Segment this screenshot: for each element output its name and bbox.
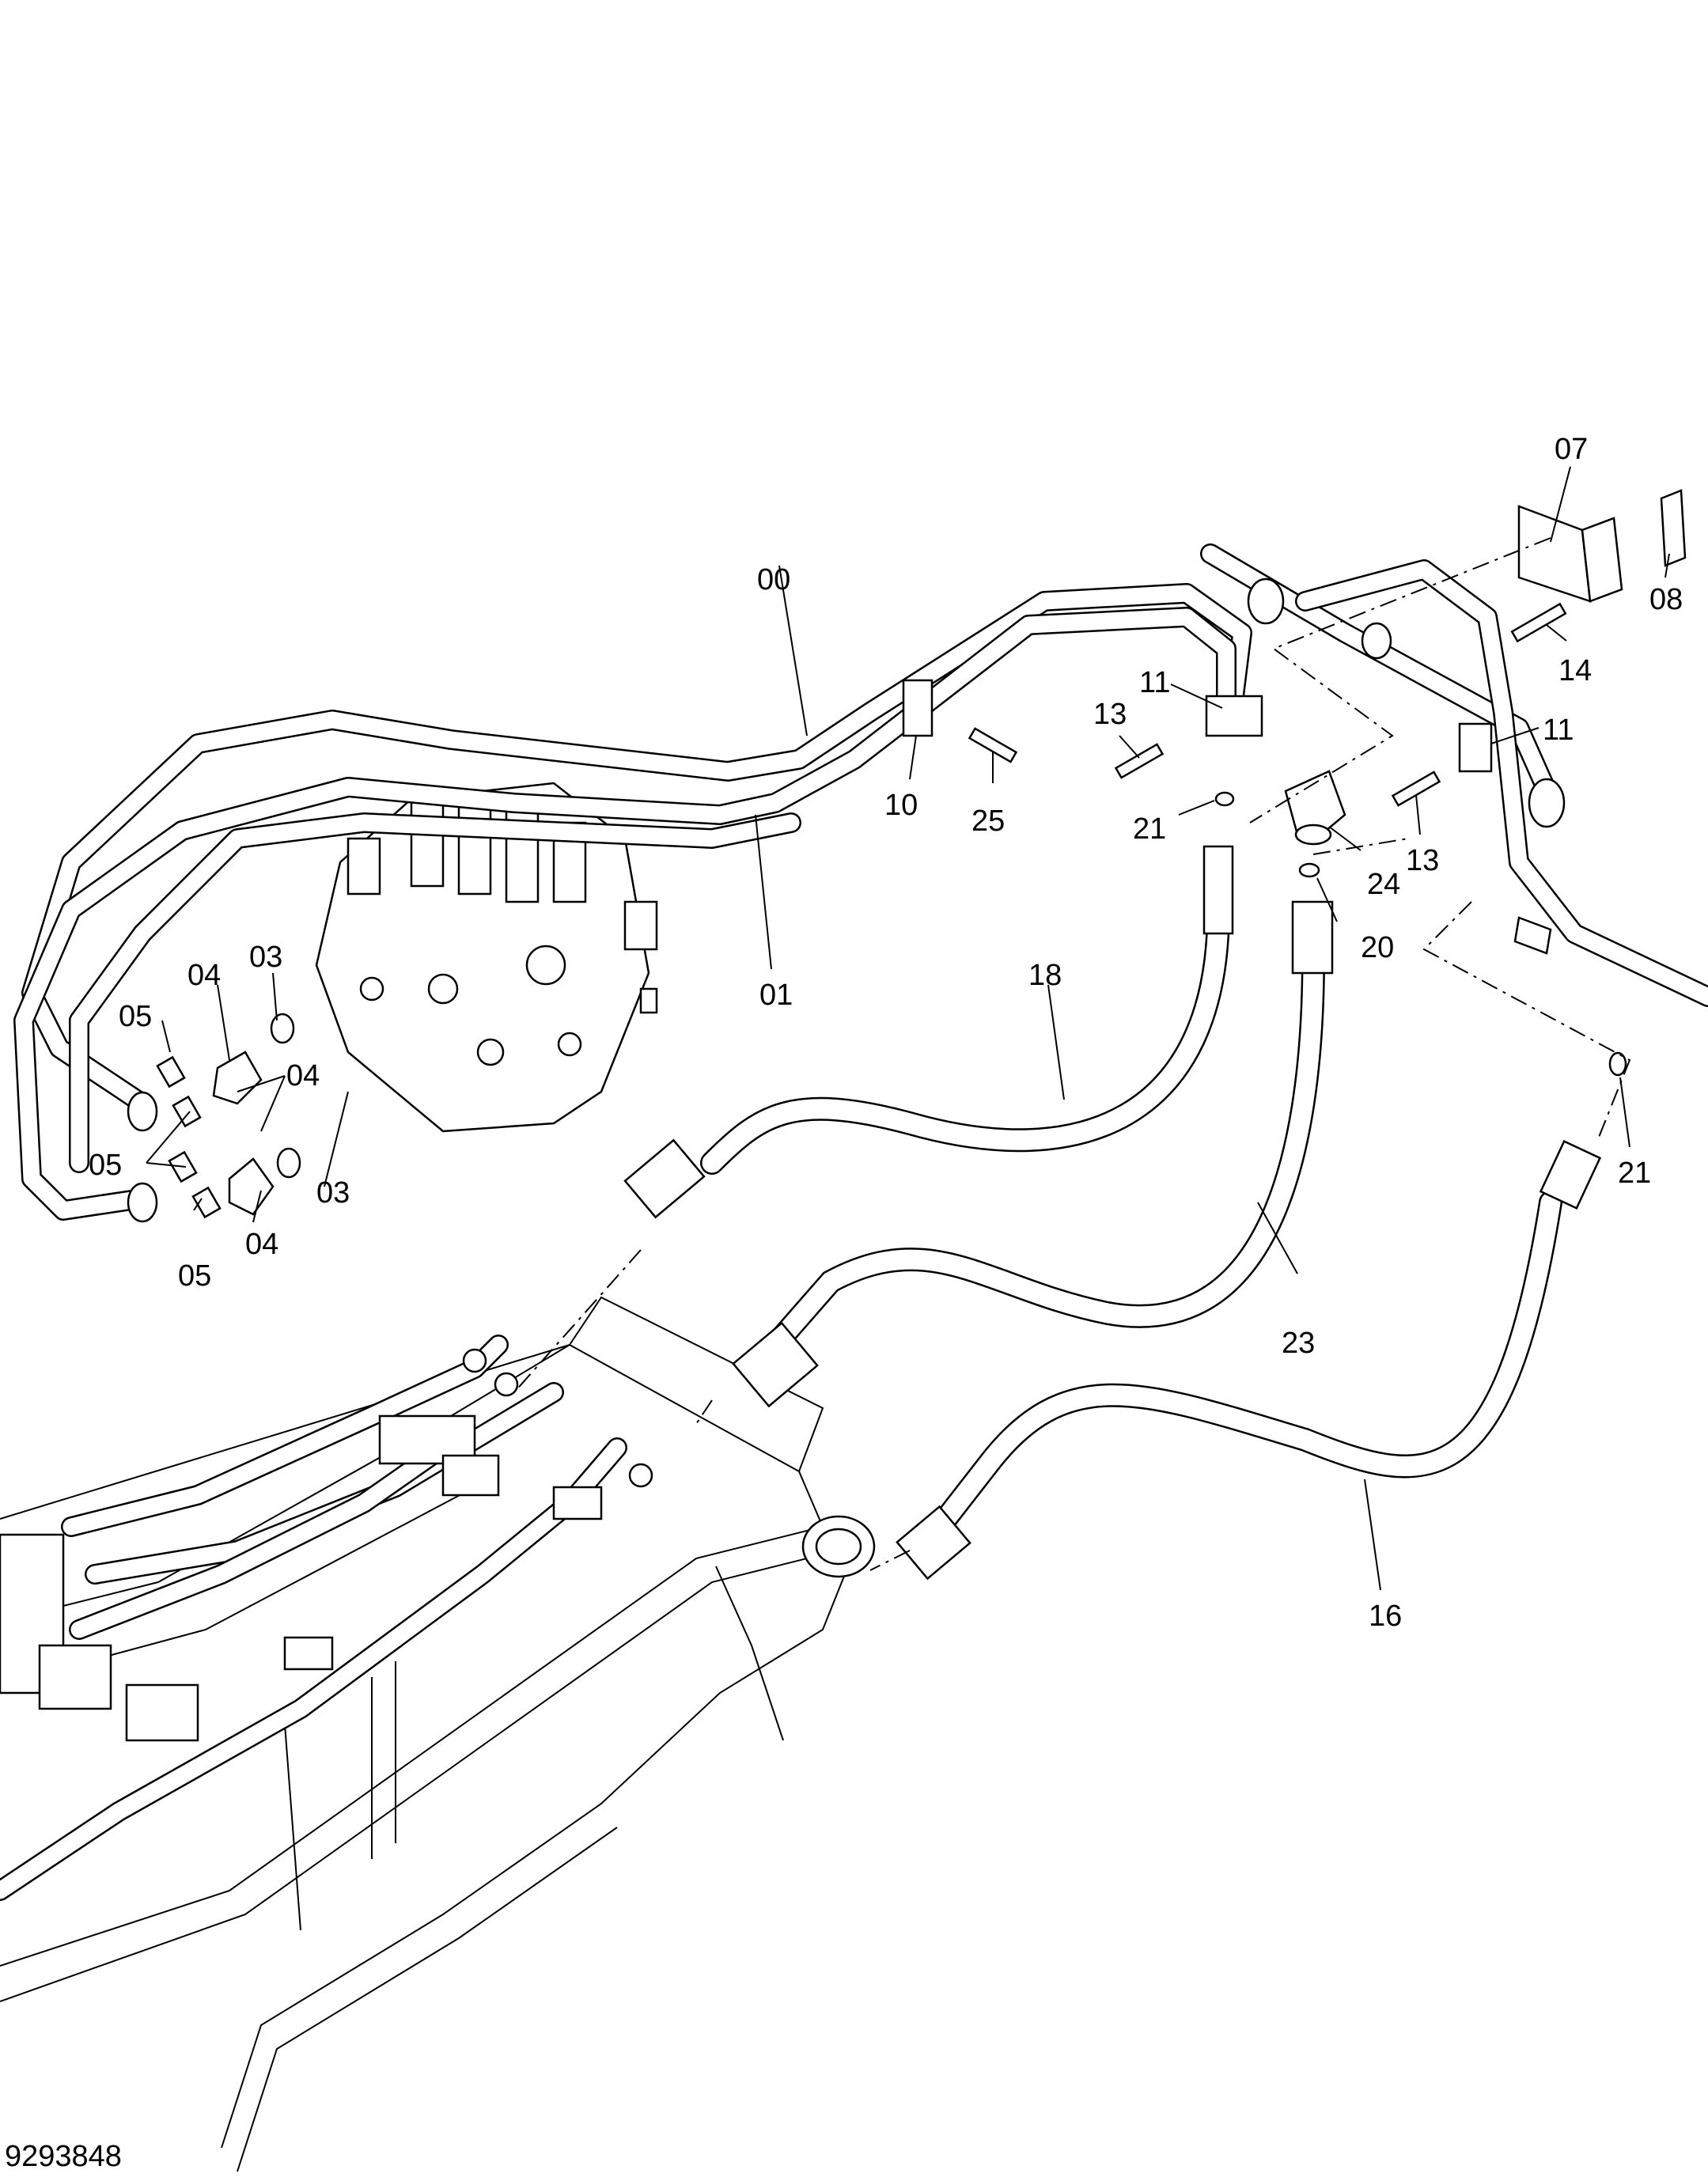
callout-18: 18 <box>1028 959 1062 992</box>
callout-13: 13 <box>1406 844 1439 877</box>
boom-structure <box>0 1296 876 2172</box>
pipe-ends <box>127 1091 158 1223</box>
callout-04: 04 <box>245 1228 278 1261</box>
leader-lines <box>146 466 1670 1591</box>
callout-05: 05 <box>89 1149 122 1182</box>
callout-07: 07 <box>1555 433 1588 466</box>
upper-right-block <box>1200 543 1708 1007</box>
callout-16: 16 <box>1369 1600 1402 1633</box>
callout-20: 20 <box>1361 931 1394 964</box>
callout-03: 03 <box>249 941 282 974</box>
hose-16 <box>896 1140 1602 1581</box>
diagram-number: 9293848 <box>5 2140 122 2173</box>
callout-10: 10 <box>884 789 918 822</box>
callout-04: 04 <box>286 1059 320 1092</box>
callout-08: 08 <box>1649 583 1683 616</box>
hose-23 <box>732 900 1334 1408</box>
callout-05: 05 <box>119 1000 152 1033</box>
assembly-lines <box>513 537 1631 1571</box>
pipe-01 <box>13 607 1237 1221</box>
callout-00: 00 <box>757 563 790 596</box>
callout-25: 25 <box>971 805 1005 838</box>
callout-01: 01 <box>759 979 793 1012</box>
callout-23: 23 <box>1282 1327 1315 1360</box>
callout-labels: 00 01 03 03 04 04 04 05 05 05 07 08 10 1… <box>89 433 1683 1633</box>
callout-05: 05 <box>178 1259 211 1293</box>
callout-24: 24 <box>1367 868 1400 901</box>
callout-21: 21 <box>1618 1157 1651 1190</box>
control-valve <box>315 782 658 1133</box>
callout-14: 14 <box>1558 654 1592 687</box>
small-parts <box>156 489 1687 1219</box>
callout-04: 04 <box>187 959 221 992</box>
hose-18 <box>623 845 1234 1219</box>
callout-03: 03 <box>316 1176 350 1210</box>
callout-11: 11 <box>1139 666 1170 699</box>
callout-13: 13 <box>1093 698 1127 731</box>
callout-11: 11 <box>1543 714 1574 747</box>
callout-21: 21 <box>1133 812 1166 846</box>
